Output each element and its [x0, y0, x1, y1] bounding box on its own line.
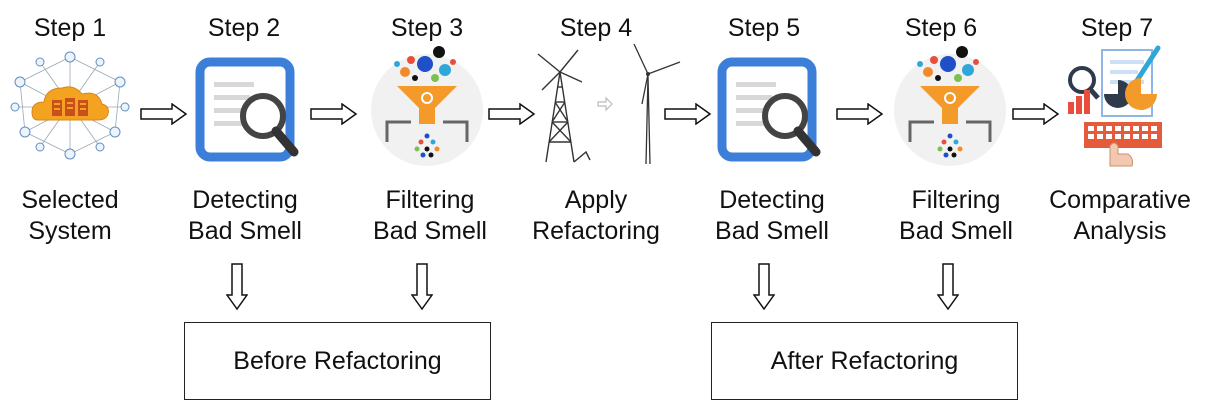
- step-3-label-line-1: Filtering: [385, 186, 475, 214]
- windmill-to-turbine-icon: [537, 43, 681, 165]
- filter-funnel-icon: [371, 46, 483, 166]
- step-3-label-line-2: Bad Smell: [373, 217, 487, 245]
- step-5-label-line-1: Detecting: [719, 186, 825, 214]
- document-search-icon: [717, 57, 821, 162]
- step-4-label-line-2: Refactoring: [532, 217, 660, 245]
- right-arrow-icon: [310, 103, 358, 125]
- after-refactoring-box: After Refactoring: [711, 322, 1018, 400]
- right-arrow-icon: [140, 103, 188, 125]
- step-3-title: Step 3: [390, 14, 464, 42]
- step-7-label-line-1: Comparative: [1049, 186, 1191, 214]
- cloud-network-icon: [10, 51, 130, 160]
- step-6-label-line-1: Filtering: [911, 186, 1001, 214]
- step-7-label: Comparative Analysis: [1035, 185, 1205, 247]
- right-arrow-icon: [1012, 103, 1060, 125]
- analytics-report-icon: [1068, 45, 1162, 167]
- before-refactoring-label: Before Refactoring: [233, 346, 442, 375]
- step-1-title: Step 1: [33, 14, 107, 42]
- step-5-title: Step 5: [727, 14, 801, 42]
- step-4-title: Step 4: [559, 14, 633, 42]
- down-arrow-icon: [411, 263, 433, 311]
- step-2-title: Step 2: [207, 14, 281, 42]
- step-1-label-line-1: Selected: [21, 186, 119, 214]
- step-2-label-line-1: Detecting: [192, 186, 298, 214]
- down-arrow-icon: [937, 263, 959, 311]
- step-6-label: Filtering Bad Smell: [871, 185, 1041, 247]
- before-refactoring-box: Before Refactoring: [184, 322, 491, 400]
- step-1-label-line-2: System: [28, 217, 112, 245]
- right-arrow-icon: [664, 103, 712, 125]
- step-4-label-line-1: Apply: [564, 186, 628, 214]
- step-7-title: Step 7: [1080, 14, 1154, 42]
- after-refactoring-label: After Refactoring: [770, 346, 959, 375]
- step-1-label: Selected System: [0, 185, 155, 247]
- right-arrow-icon: [488, 103, 536, 125]
- right-arrow-icon: [836, 103, 884, 125]
- filter-funnel-icon: [894, 46, 1006, 166]
- down-arrow-icon: [226, 263, 248, 311]
- step-6-label-line-2: Bad Smell: [899, 217, 1013, 245]
- step-4-label: Apply Refactoring: [511, 185, 681, 247]
- step-2-label: Detecting Bad Smell: [160, 185, 330, 247]
- step-5-label: Detecting Bad Smell: [687, 185, 857, 247]
- step-7-label-line-2: Analysis: [1073, 217, 1167, 245]
- step-3-label: Filtering Bad Smell: [345, 185, 515, 247]
- down-arrow-icon: [753, 263, 775, 311]
- step-5-label-line-2: Bad Smell: [715, 217, 829, 245]
- step-2-label-line-2: Bad Smell: [188, 217, 302, 245]
- step-6-title: Step 6: [904, 14, 978, 42]
- document-search-icon: [195, 57, 299, 162]
